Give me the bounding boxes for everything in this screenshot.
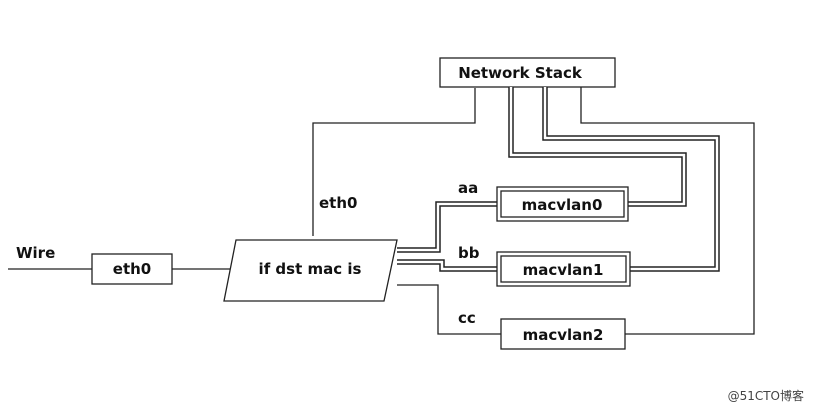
link-aa-outer	[397, 201, 501, 253]
wire-label: Wire	[16, 244, 55, 262]
link-macvlan1-stack-outer	[542, 87, 720, 272]
macvlan-links	[397, 87, 720, 272]
macvlan0-box: macvlan0	[496, 186, 629, 222]
link-macvlan2-stack	[580, 87, 755, 335]
mac-label-cc: cc	[458, 309, 476, 327]
eth0-branch-line	[312, 88, 476, 236]
eth0-branch-label: eth0	[319, 194, 357, 212]
macvlan0-label: macvlan0	[522, 196, 603, 214]
link-macvlan0-stack-inner	[509, 87, 686, 206]
decision-label: if dst mac is	[259, 260, 362, 278]
link-bb-inner	[397, 260, 501, 271]
link-macvlan1-stack-inner	[543, 87, 719, 271]
eth0-box-label: eth0	[113, 260, 151, 278]
macvlan2-box	[500, 318, 626, 350]
link-aa-inner	[397, 202, 501, 252]
link-cc	[397, 284, 501, 335]
decision-box	[223, 239, 398, 302]
watermark: @51CTO博客	[728, 388, 804, 403]
macvlan1-box: macvlan1	[496, 251, 631, 287]
macvlan2-label: macvlan2	[523, 326, 604, 344]
mac-label-aa: aa	[458, 179, 478, 197]
network-stack-box	[439, 57, 616, 88]
macvlan1-label: macvlan1	[523, 261, 604, 279]
network-stack-label: Network Stack	[458, 64, 583, 82]
mac-label-bb: bb	[458, 244, 480, 262]
